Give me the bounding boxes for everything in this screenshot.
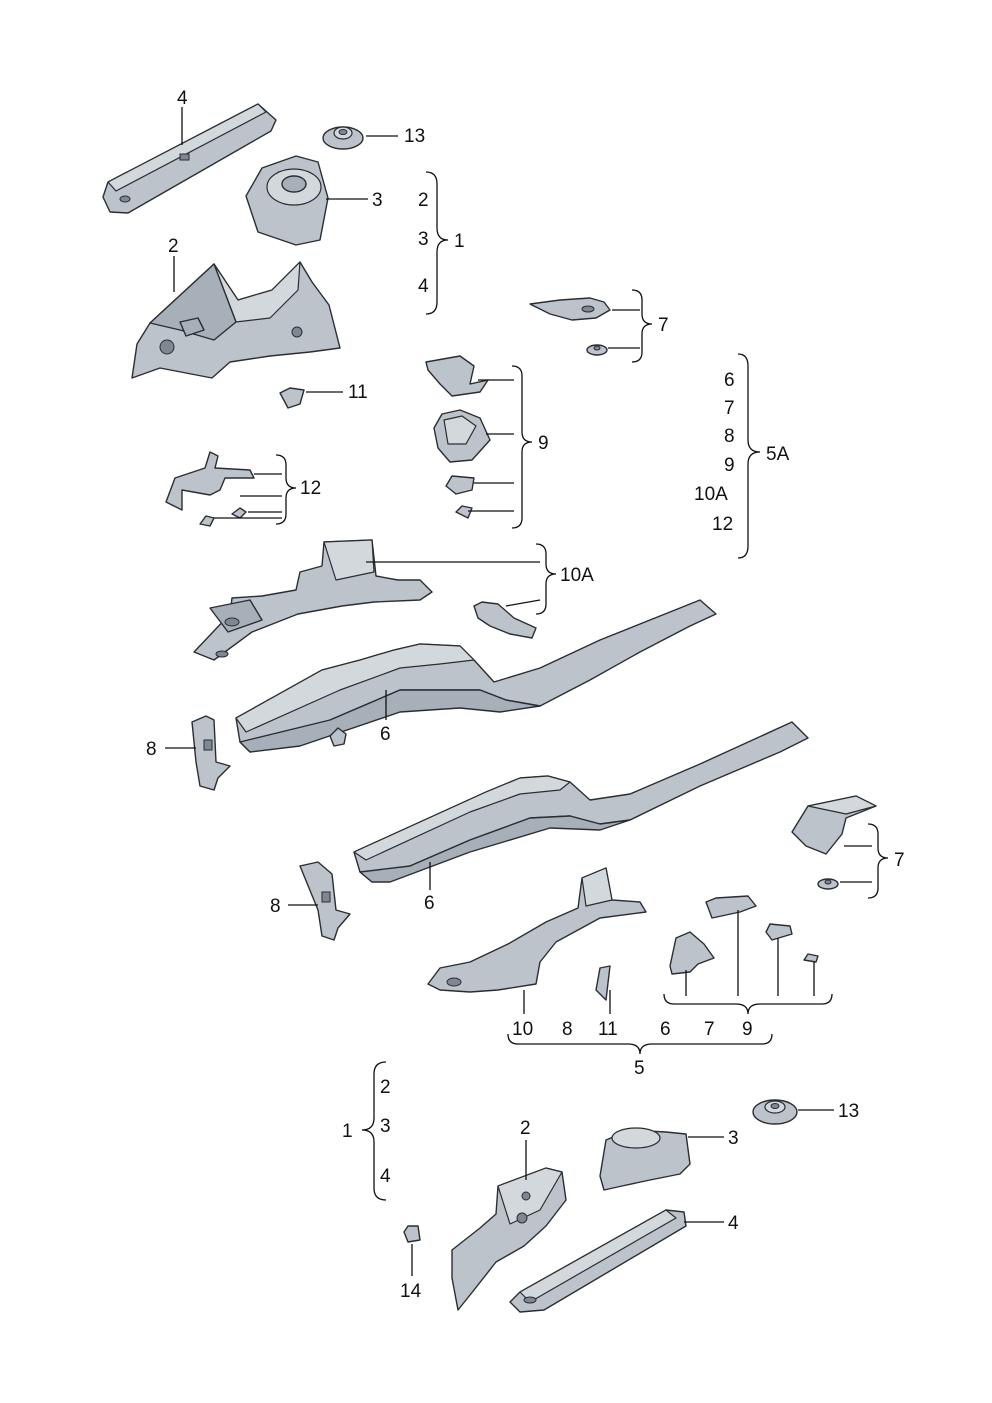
part-3-strut-cap-top[interactable] (245, 155, 329, 246)
label-12: 12 (300, 478, 321, 499)
label-b1-2: 2 (418, 190, 429, 211)
label-bl-4: 4 (380, 1166, 391, 1187)
label-5a-12: 12 (712, 514, 733, 535)
label-6-upper: 6 (380, 724, 391, 745)
part-13-grommet-bottom[interactable] (752, 1099, 798, 1125)
label-tl-3: 3 (372, 190, 383, 211)
part-8-small-clip[interactable] (329, 727, 347, 747)
label-5-10: 10 (512, 1019, 533, 1040)
label-5a-9: 9 (724, 455, 735, 476)
label-br-2: 2 (520, 1118, 531, 1139)
label-tl-4: 4 (177, 88, 188, 109)
label-tl-13: 13 (404, 126, 425, 147)
part-7-bracket-lower[interactable] (791, 795, 877, 890)
label-5a: 5A (766, 444, 790, 465)
label-b1-4: 4 (418, 276, 429, 297)
label-7-upper: 7 (658, 315, 669, 336)
part-8-bracket-left-lower[interactable] (299, 861, 351, 941)
label-8-lower: 8 (270, 896, 281, 917)
label-5-9: 9 (742, 1019, 753, 1040)
label-10a: 10A (560, 565, 594, 586)
label-7-lower: 7 (894, 850, 905, 871)
part-3-strut-cap-bottom[interactable] (599, 1127, 691, 1191)
part-11-bracket-lower[interactable] (595, 965, 611, 1001)
label-6-lower: 6 (424, 893, 435, 914)
part-13-grommet-top[interactable] (322, 126, 364, 150)
label-5a-8: 8 (724, 426, 735, 447)
part-7-bracket-upper[interactable] (529, 297, 611, 356)
label-br-3: 3 (728, 1128, 739, 1149)
part-4-rail-bottom[interactable] (509, 1209, 687, 1313)
part-10-crossmember-upper[interactable] (193, 539, 433, 661)
label-5-7: 7 (704, 1019, 715, 1040)
label-tl-2: 2 (168, 236, 179, 257)
label-br-14: 14 (400, 1281, 422, 1302)
label-9-upper: 9 (538, 433, 549, 454)
label-br-13: 13 (838, 1101, 859, 1122)
part-9-bracket-group-upper[interactable] (425, 355, 491, 519)
part-12-bracket-group[interactable] (165, 451, 255, 527)
part-4-rail-top[interactable] (102, 103, 277, 214)
label-bl-2: 2 (380, 1077, 391, 1098)
part-9-bracket-group-lower[interactable] (669, 895, 819, 975)
label-bl-1: 1 (342, 1121, 353, 1142)
label-5-11: 11 (598, 1019, 618, 1040)
part-6-longitudinal-member-upper[interactable] (235, 599, 717, 753)
part-10a-bracket[interactable] (473, 601, 537, 639)
label-bl-3: 3 (380, 1116, 391, 1137)
label-5: 5 (634, 1058, 645, 1079)
label-5a-6: 6 (724, 370, 735, 391)
label-5-8: 8 (562, 1019, 573, 1040)
label-8-upper: 8 (146, 739, 157, 760)
part-2-wheelhouse-top[interactable] (131, 261, 341, 379)
label-br-4: 4 (728, 1213, 739, 1234)
part-6-longitudinal-member-lower[interactable] (353, 721, 809, 883)
label-5a-7: 7 (724, 398, 735, 419)
part-11-bracket-top[interactable] (279, 387, 305, 409)
label-tl-11: 11 (348, 382, 368, 403)
part-2-wheelhouse-bottom[interactable] (451, 1167, 567, 1311)
part-8-bracket-left-upper[interactable] (191, 715, 231, 791)
label-b1-3: 3 (418, 229, 429, 250)
label-5a-10a: 10A (694, 484, 728, 505)
part-10-crossmember-lower[interactable] (427, 867, 647, 993)
label-b1-1: 1 (454, 231, 465, 252)
label-5-6: 6 (660, 1019, 671, 1040)
part-14-clip[interactable] (403, 1225, 421, 1243)
